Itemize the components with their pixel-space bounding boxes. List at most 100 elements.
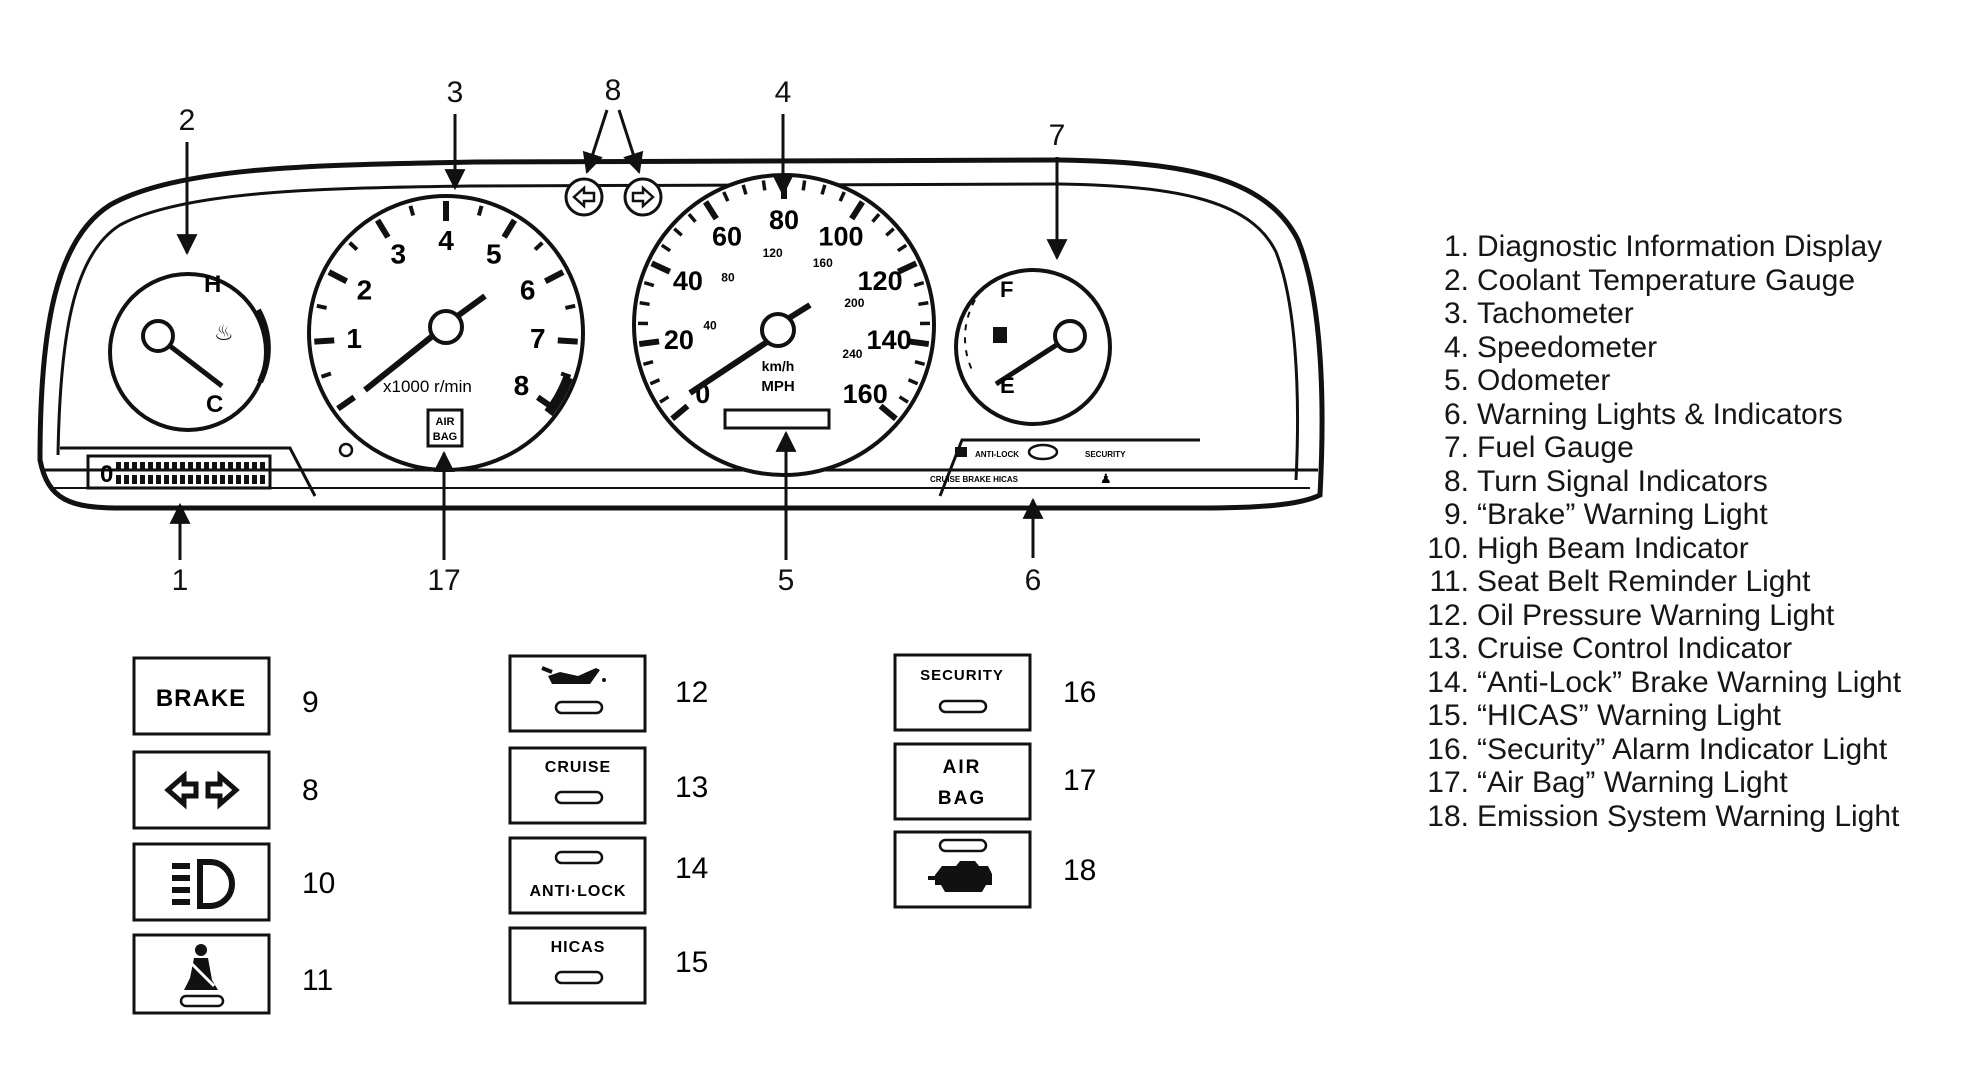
legend-item-text: Warning Lights & Indicators bbox=[1477, 397, 1843, 431]
display-segment bbox=[180, 462, 185, 471]
callout-6: 6 bbox=[1025, 564, 1042, 597]
legend-item-text: Speedometer bbox=[1477, 330, 1658, 364]
legend-item-text: “Brake” Warning Light bbox=[1477, 498, 1768, 531]
display-segment bbox=[212, 462, 217, 471]
tach-tick bbox=[316, 303, 328, 310]
legend-item-text: “Air Bag” Warning Light bbox=[1477, 766, 1788, 799]
legend-item-number: 12. bbox=[1427, 598, 1469, 632]
display-segment bbox=[252, 475, 257, 484]
legend-item: 4.Speedometer bbox=[1423, 331, 1901, 365]
speedo-mph-label: 140 bbox=[867, 325, 912, 355]
legend-item: 18.Emission System Warning Light bbox=[1423, 800, 1901, 834]
tach-tick bbox=[564, 303, 576, 310]
light-number-14: 14 bbox=[675, 852, 708, 885]
speedo-tick bbox=[820, 184, 827, 195]
display-segment bbox=[124, 475, 129, 484]
engine-mini-icon bbox=[1027, 443, 1059, 461]
light-oil-pressure: 12 bbox=[508, 654, 708, 733]
tach-unit: x1000 r/min bbox=[383, 377, 472, 396]
legend-item-number: 13. bbox=[1427, 632, 1469, 665]
tach-airbag-bottom: BAG bbox=[433, 431, 457, 443]
light-number-18: 18 bbox=[1063, 854, 1096, 887]
legend-item-number: 4. bbox=[1443, 330, 1469, 364]
legend-item: 16.“Security” Alarm Indicator Light bbox=[1423, 733, 1901, 767]
oil-can-icon bbox=[541, 666, 606, 684]
light-brake: BRAKE 9 bbox=[132, 656, 319, 736]
legend-item-number: 18. bbox=[1427, 799, 1469, 833]
display-segment bbox=[148, 475, 153, 484]
tach-label: 8 bbox=[514, 370, 530, 401]
svg-text:HICAS: HICAS bbox=[551, 939, 606, 956]
legend-item-number: 7. bbox=[1443, 431, 1469, 464]
display-segment bbox=[172, 475, 177, 484]
speedo-tick bbox=[670, 403, 690, 422]
light-number-8: 8 bbox=[302, 774, 319, 807]
callout-1: 1 bbox=[172, 564, 189, 597]
display-segment bbox=[260, 462, 265, 471]
display-segment bbox=[220, 475, 225, 484]
tach-label: 2 bbox=[357, 275, 373, 306]
fuel-empty-label: E bbox=[1000, 373, 1015, 398]
legend-item: 15.“HICAS” Warning Light bbox=[1423, 699, 1901, 733]
callout-17: 17 bbox=[427, 564, 460, 597]
legend-item-number: 2. bbox=[1443, 263, 1469, 297]
speedo-tick bbox=[918, 301, 929, 307]
tach-label: 7 bbox=[530, 323, 546, 354]
seatbelt-mini-icon: ♟ bbox=[1100, 471, 1112, 486]
display-segment bbox=[260, 475, 265, 484]
legend-item-number: 5. bbox=[1443, 364, 1469, 397]
speedo-kmh-label: 200 bbox=[844, 296, 864, 310]
callouts: 2 3 8 4 7 1 17 5 6 bbox=[169, 74, 1068, 597]
display-segment bbox=[236, 475, 241, 484]
light-number-15: 15 bbox=[675, 946, 708, 979]
display-segment bbox=[220, 462, 225, 471]
turn-signal-indicators bbox=[564, 177, 663, 217]
callout-7: 7 bbox=[1049, 119, 1066, 152]
speedo-tick bbox=[838, 191, 846, 202]
legend-item: 13.Cruise Control Indicator bbox=[1423, 632, 1901, 666]
display-segment bbox=[116, 475, 121, 484]
tach-label: 5 bbox=[486, 238, 502, 269]
speedo-tick bbox=[638, 338, 660, 348]
legend-item: 12.Oil Pressure Warning Light bbox=[1423, 599, 1901, 633]
svg-text:BAG: BAG bbox=[938, 788, 986, 809]
legend-item-number: 1. bbox=[1443, 230, 1469, 263]
speedo-tick bbox=[907, 378, 919, 386]
speedo-tick bbox=[801, 180, 807, 191]
odometer-window bbox=[723, 408, 831, 430]
display-segment bbox=[148, 462, 153, 471]
tach-airbag-top: AIR bbox=[436, 416, 455, 428]
display-segment bbox=[204, 475, 209, 484]
diagnostic-display: 0 bbox=[86, 454, 272, 490]
speedo-tick bbox=[659, 395, 670, 404]
display-segment bbox=[164, 475, 169, 484]
tach-tick bbox=[533, 241, 544, 252]
left-arrow-icon bbox=[164, 770, 199, 810]
light-number-10: 10 bbox=[302, 867, 335, 900]
speedo-tick bbox=[673, 227, 683, 237]
legend-item: 2.Coolant Temperature Gauge bbox=[1423, 264, 1901, 298]
display-segment bbox=[132, 475, 137, 484]
panel-antilock: ANTI-LOCK bbox=[975, 450, 1019, 459]
display-segment bbox=[180, 475, 185, 484]
speedo-tick bbox=[885, 227, 895, 237]
speedo-kmh-label: 40 bbox=[703, 318, 717, 332]
legend-item-text: Tachometer bbox=[1477, 297, 1634, 330]
legend-item-text: Oil Pressure Warning Light bbox=[1477, 598, 1835, 632]
svg-text:CRUISE: CRUISE bbox=[545, 759, 611, 776]
panel-row2: CRUISE BRAKE HICAS bbox=[930, 475, 1019, 484]
speedo-tick bbox=[722, 191, 730, 202]
display-segment bbox=[228, 475, 233, 484]
display-segment bbox=[196, 475, 201, 484]
speedo-unit-kmh: km/h bbox=[762, 358, 795, 374]
legend-item-number: 15. bbox=[1427, 699, 1469, 732]
light-turn-signal: 8 bbox=[132, 750, 319, 830]
speedo-tick bbox=[639, 301, 650, 307]
callout-8: 8 bbox=[605, 74, 622, 107]
temp-cold-label: C bbox=[206, 391, 223, 418]
legend-item: 5.Odometer bbox=[1423, 364, 1901, 398]
